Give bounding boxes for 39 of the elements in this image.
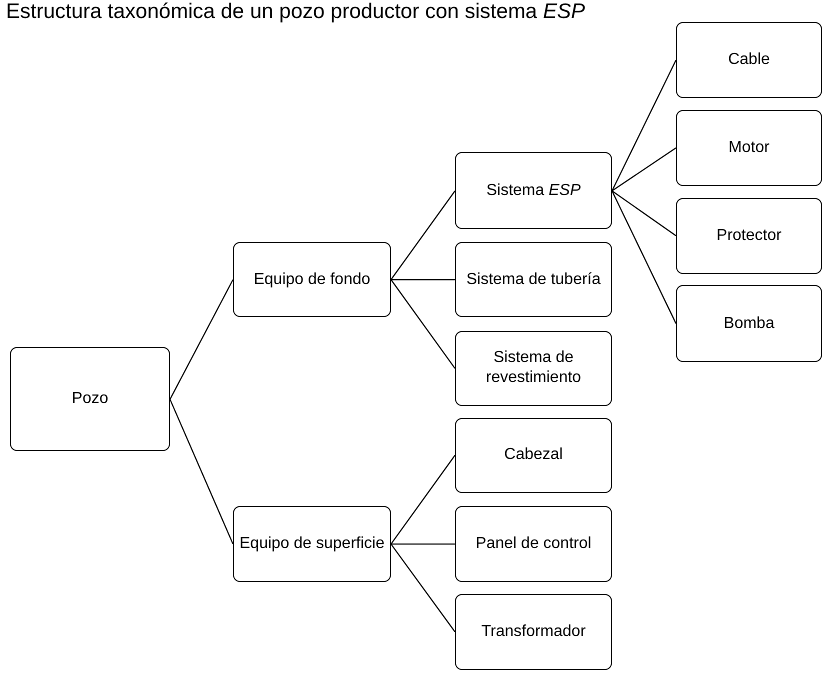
node-label: Sistema ESP — [485, 180, 582, 201]
category-box — [455, 330, 612, 406]
category-box — [455, 242, 612, 318]
connector-line — [612, 147, 676, 192]
connector-line — [391, 279, 455, 280]
connector-line — [391, 543, 455, 545]
connector-line — [390, 190, 456, 280]
category-box — [455, 594, 612, 670]
node-label: Cabezal — [503, 445, 564, 466]
connector-line — [611, 190, 677, 324]
category-box — [233, 506, 391, 582]
category-box — [676, 285, 822, 362]
connector-line — [390, 544, 456, 632]
connector-line — [390, 454, 456, 544]
node-label: Motor — [728, 138, 770, 158]
node-label: Protector — [716, 226, 782, 246]
category-box — [455, 152, 612, 230]
node-label: Sistema de revestimiento — [484, 348, 582, 388]
node-label: Panel de control — [474, 534, 592, 554]
connector-line — [612, 190, 676, 236]
category-box — [676, 110, 822, 186]
node-label: Transformador — [480, 622, 587, 642]
node-label: Equipo de superficie — [238, 534, 386, 554]
node-label: Bomba — [722, 314, 776, 334]
category-box — [10, 347, 170, 452]
category-box — [455, 506, 612, 582]
node-label: Pozo — [70, 389, 110, 410]
connector-line — [169, 279, 234, 400]
category-box — [233, 242, 391, 318]
node-label: Equipo de fondo — [252, 270, 372, 290]
category-box — [455, 418, 612, 493]
category-box — [676, 22, 822, 98]
connector-line — [611, 60, 677, 192]
node-label: Sistema de tubería — [465, 270, 602, 290]
diagram-title: Estructura taxonómica de un pozo productor con sistema ESP — [6, 0, 585, 24]
connector-line — [169, 399, 234, 544]
node-label: Cable — [727, 50, 771, 70]
category-box — [676, 198, 822, 274]
connector-line — [390, 279, 456, 369]
